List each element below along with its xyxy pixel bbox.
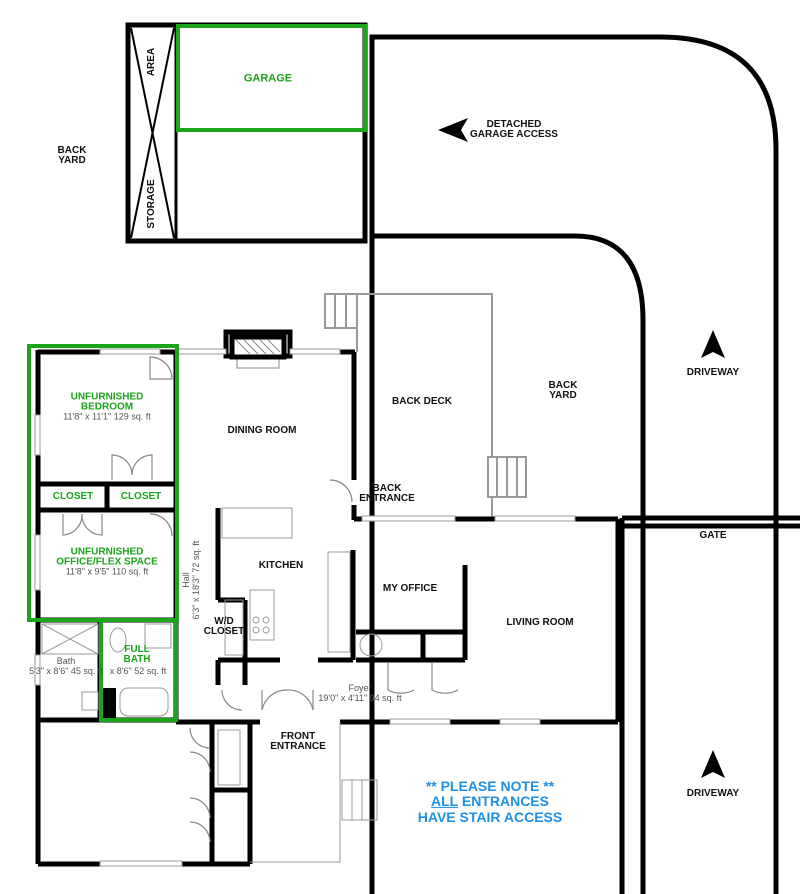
kitchen-label: KITCHEN bbox=[258, 560, 304, 571]
back-deck bbox=[324, 293, 527, 517]
arrow-left-icon bbox=[438, 118, 468, 142]
fixtures bbox=[41, 507, 383, 863]
garage-label: GARAGE bbox=[243, 72, 293, 85]
highlight-full-bath bbox=[99, 618, 178, 722]
back-deck-label: BACK DECK bbox=[392, 396, 452, 407]
bedroom-label: UNFURNISHED BEDROOM 11'8" x 11'1" 129 sq… bbox=[63, 391, 151, 422]
gate-label: GATE bbox=[699, 530, 727, 541]
driveway-top-label: DRIVEWAY bbox=[686, 367, 740, 378]
doors bbox=[62, 356, 459, 843]
arrow-up-icon-2 bbox=[701, 750, 725, 778]
driveway-bottom-label: DRIVEWAY bbox=[686, 788, 740, 799]
windows bbox=[34, 348, 576, 867]
dining-room-label: DINING ROOM bbox=[227, 425, 297, 436]
hall-label: Hall 6'3" x 18'3" 72 sq. ft bbox=[181, 540, 201, 620]
bath-label: Bath 5'3" x 8'6" 45 sq. ft bbox=[29, 656, 103, 676]
living-room-label: LIVING ROOM bbox=[506, 617, 574, 628]
storage-label: STORAGE bbox=[146, 179, 157, 229]
my-office-label: MY OFFICE bbox=[382, 583, 438, 594]
office-flex-label: UNFURNISHED OFFICE/FLEX SPACE 11'8" x 9'… bbox=[56, 546, 158, 577]
detached-garage bbox=[125, 22, 368, 244]
storage-area-label: AREA bbox=[146, 47, 157, 77]
driveway-lines bbox=[369, 34, 800, 894]
foyer-label: Foyer 19'0" x 4'11" 94 sq. ft bbox=[318, 683, 402, 703]
closet-right-label: CLOSET bbox=[120, 491, 162, 502]
full-bath-label: FULL BATH bbox=[123, 644, 151, 665]
arrow-up-icon bbox=[701, 330, 725, 358]
stair-access-note: ** PLEASE NOTE ** ALL ENTRANCES HAVE STA… bbox=[417, 777, 563, 825]
closet-left-label: CLOSET bbox=[52, 491, 94, 502]
full-bath-dimensions: x 8'6" 52 sq. ft bbox=[109, 666, 167, 677]
